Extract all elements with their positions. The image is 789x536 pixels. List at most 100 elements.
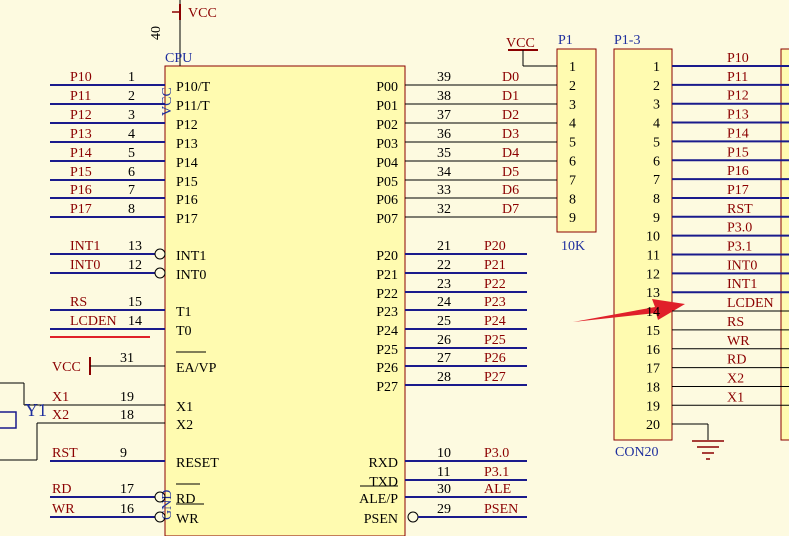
pin-net-label: P14 xyxy=(70,146,92,161)
p13-pin-number: 11 xyxy=(647,249,660,264)
pin-name: P15 xyxy=(176,175,198,190)
p13-pin-number: 15 xyxy=(646,324,660,339)
inversion-bubble xyxy=(154,491,166,503)
pin-number: 33 xyxy=(437,183,451,198)
p13-body xyxy=(613,48,673,441)
pin-net-label: ALE xyxy=(484,482,511,497)
inversion-bubble xyxy=(154,267,166,279)
pin-name: P27 xyxy=(376,380,398,395)
pin-name: WR xyxy=(176,512,199,527)
pin-net-label: P21 xyxy=(484,258,506,273)
cpu-vcc-power: VCC 40 xyxy=(149,0,217,66)
p1-body xyxy=(556,48,597,233)
pin-name: INT1 xyxy=(176,249,206,264)
p13-pin-number: 8 xyxy=(653,192,660,207)
p1-pin-number: 8 xyxy=(569,192,576,207)
p13-net-label: RST xyxy=(727,202,753,217)
pin-net-label: P15 xyxy=(70,165,92,180)
p13-pin-number: 19 xyxy=(646,399,660,414)
p1-value: 10K xyxy=(561,239,585,254)
inversion-bubble xyxy=(407,511,419,523)
p13-designator: P1-3 xyxy=(614,33,640,48)
p13-net-label: INT0 xyxy=(727,258,757,273)
pin-name: RD xyxy=(176,492,195,507)
pin-number: 16 xyxy=(120,502,134,517)
pin-name: P14 xyxy=(176,156,198,171)
pin-name: P22 xyxy=(376,287,398,302)
pin-name: P16 xyxy=(176,193,198,208)
pin-name: P20 xyxy=(376,249,398,264)
pin-net-label: D1 xyxy=(502,89,519,104)
pin-net-label: P24 xyxy=(484,314,506,329)
pin-name: P12 xyxy=(176,118,198,133)
pin-net-label: D0 xyxy=(502,70,519,85)
pin-number: 22 xyxy=(437,258,451,273)
pin-name: TXD xyxy=(369,475,398,490)
pin-name: T1 xyxy=(176,305,192,320)
pin-number: 31 xyxy=(120,351,134,366)
p13-net-label: P14 xyxy=(727,126,749,141)
pin-name: P24 xyxy=(376,324,398,339)
pin-name: P04 xyxy=(376,156,398,171)
gnd-symbol xyxy=(672,423,724,460)
p1-pin-number: 6 xyxy=(569,155,576,170)
pin-number: 35 xyxy=(437,146,451,161)
pin-net-label: WR xyxy=(52,502,75,517)
pin-name: P26 xyxy=(376,361,398,376)
pin-number: 10 xyxy=(437,446,451,461)
pin-net-label: RS xyxy=(70,295,87,310)
p13-pin-number: 14 xyxy=(646,305,660,320)
pin-number: 21 xyxy=(437,239,451,254)
pin-number: 14 xyxy=(128,314,142,329)
p1-vcc: VCC xyxy=(506,36,557,67)
p13-net-label: P3.1 xyxy=(727,240,752,255)
pin-name: T0 xyxy=(176,324,192,339)
pin-number: 3 xyxy=(128,108,135,123)
pin-number: 29 xyxy=(437,502,451,517)
pin-net-label: P22 xyxy=(484,277,506,292)
pin-number: 8 xyxy=(128,202,135,217)
p13-net-label: P17 xyxy=(727,183,749,198)
pin-name: P25 xyxy=(376,343,398,358)
highlight-arrow xyxy=(573,299,685,322)
pin-number: 12 xyxy=(128,258,142,273)
p13-net-label: RD xyxy=(727,353,746,368)
pin-number: 25 xyxy=(437,314,451,329)
p13-pin-number: 1 xyxy=(653,60,660,75)
p1-pin-number: 4 xyxy=(569,117,576,132)
pin-number: 32 xyxy=(437,202,451,217)
cpu-vcc-vertical: VCC xyxy=(160,87,175,116)
pin-name: P23 xyxy=(376,305,398,320)
p13-pin-number: 12 xyxy=(646,267,660,282)
pin-net-label: D3 xyxy=(502,127,519,142)
pin-net-label: P13 xyxy=(70,127,92,142)
pin-net-label: D4 xyxy=(502,146,519,161)
pin-number: 1 xyxy=(128,70,135,85)
pin-net-label: P3.0 xyxy=(484,446,509,461)
pin-net-label: P12 xyxy=(70,108,92,123)
p13-pin-number: 3 xyxy=(653,98,660,113)
inversion-bubble xyxy=(154,511,166,523)
pin-net-label: INT1 xyxy=(70,239,100,254)
p1-pin-number: 3 xyxy=(569,98,576,113)
pin-name: X2 xyxy=(176,418,193,433)
p13-pin-number: 16 xyxy=(646,343,660,358)
pin-number: 18 xyxy=(120,408,134,423)
inversion-bubble xyxy=(154,248,166,260)
pin-name: P06 xyxy=(376,193,398,208)
pin-number: 6 xyxy=(128,165,135,180)
pin-net-label: VCC xyxy=(52,360,81,375)
pin-name: P00 xyxy=(376,80,398,95)
p1-pin-number: 1 xyxy=(569,60,576,75)
pin-net-label: D7 xyxy=(502,202,519,217)
pin-net-label: P11 xyxy=(70,89,91,104)
pin-name: P02 xyxy=(376,118,398,133)
p1-pin-number: 5 xyxy=(569,136,576,151)
pin-net-label: P3.1 xyxy=(484,465,509,480)
p13-pin-number: 7 xyxy=(653,173,660,188)
p13-pin-number: 4 xyxy=(653,117,660,132)
pin-net-label: X1 xyxy=(52,390,69,405)
pin-number: 19 xyxy=(120,390,134,405)
pin-name: P11/T xyxy=(176,99,210,114)
